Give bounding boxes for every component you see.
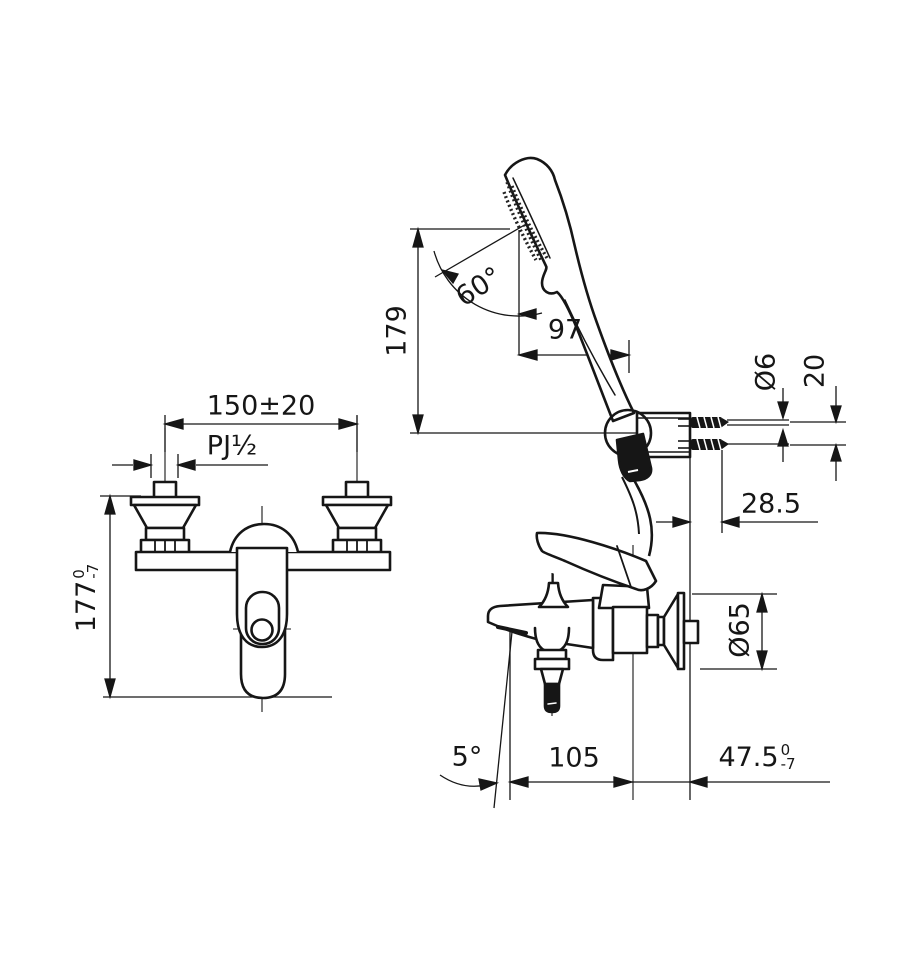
dim-179 [410,226,652,436]
dim-body-height [100,493,332,700]
shower-face-rim-line [512,177,551,259]
hand-shower-outline [503,156,636,423]
diverter-knob [537,581,570,609]
wall-bracket [603,408,789,557]
dim-thread [112,454,268,478]
wall-connector-left [129,480,201,556]
hand-shower-view [502,156,636,423]
label-flange-diameter: Ø65 [724,602,756,658]
dim-97 [516,340,632,373]
mounting-screw-top [678,416,789,429]
shower-hose-curve-2 [621,476,640,535]
shower-hose-curve [632,479,654,557]
union-tier [645,613,660,649]
mounting-screw-bottom [678,438,789,451]
dim-screw-spacing [790,386,846,481]
dim-mount-centers [162,415,360,452]
label-shower-height: 179 [381,305,413,357]
wall-connector-right [321,480,393,556]
mixer-side-view [486,531,700,714]
label-body-height: 177 0 -7 [70,563,102,633]
shower-handle-inner-line [564,299,616,396]
label-wall-offset: 47.5 0 -7 [718,741,796,773]
dim-screw-length [656,450,818,533]
label-shower-reach: 97 [547,314,583,346]
valve-dome [228,522,300,553]
hose-outlet [533,626,571,714]
label-screw-length: 28.5 [740,488,802,520]
label-spout-reach: 105 [548,742,600,774]
lever-pivot-hole [250,618,274,642]
spray-nozzle-pattern [502,181,549,263]
label-screw-spacing: 20 [799,353,831,389]
lever-side [535,531,658,592]
label-screw-diameter: Ø6 [750,352,782,392]
body-height-tolerance: 0 -7 [70,563,102,579]
union-nut [611,605,649,655]
wall-flange-cone [662,592,680,670]
body-column [591,596,615,662]
hose-connector-end [615,432,653,483]
mixer-front-view [129,480,393,700]
wall-nipple [682,619,700,645]
dimension-lines [100,208,846,809]
label-mount-centers: 150±20 [206,390,316,422]
spout-outlet-slot [496,625,528,635]
wall-offset-tolerance: 0 -7 [780,741,796,773]
label-spout-angle: 5° [451,741,483,773]
dim-screw-diameter [777,388,789,462]
label-thread: PJ½ [206,430,258,462]
dim-60deg [433,208,553,355]
dim-flange-diameter [692,591,777,672]
